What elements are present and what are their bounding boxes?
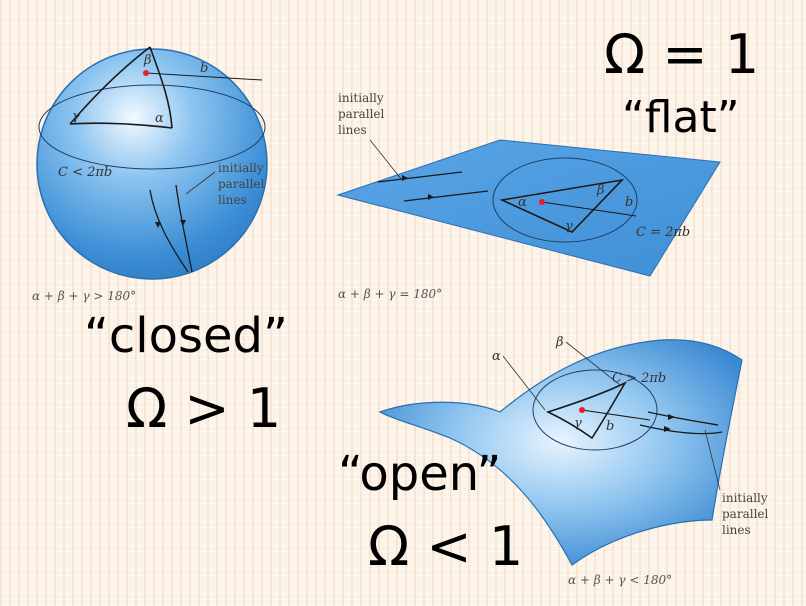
plane-note-pointer xyxy=(369,139,403,181)
plane-arrow-1 xyxy=(402,175,408,181)
sphere-surface xyxy=(36,48,268,280)
sphere-beta-label: β xyxy=(143,53,152,68)
plane-beta-label: β xyxy=(596,183,605,198)
sphere-parallel-line-2 xyxy=(175,184,193,273)
saddle-radius-line xyxy=(581,409,651,421)
sphere-alpha-label: α xyxy=(155,111,164,126)
sphere-arrow-1 xyxy=(155,222,161,228)
open-name-title: “open” xyxy=(338,446,502,502)
saddle-note-line-1: initially xyxy=(722,491,768,505)
closed-omega-title: Ω > 1 xyxy=(126,377,282,440)
saddle-parallel-line-1 xyxy=(639,424,723,435)
saddle-beta-pointer xyxy=(565,341,621,386)
saddle-parallel-line-2 xyxy=(647,411,719,426)
plane-circle xyxy=(492,157,638,243)
saddle-arrow-1 xyxy=(664,426,671,432)
sphere-diagram: β b γ α C < 2πb initially parallel lines… xyxy=(32,46,268,303)
saddle-diagram: α β γ b C > 2πb initially parallel lines… xyxy=(378,335,769,587)
plane-gamma-label: γ xyxy=(565,219,573,234)
plane-note-line-2: parallel xyxy=(338,107,385,121)
sphere-center-dot xyxy=(143,70,149,76)
sphere-triangle xyxy=(69,46,173,129)
saddle-beta-label: β xyxy=(555,335,564,350)
plane-center-dot xyxy=(539,199,545,205)
open-omega-title: Ω < 1 xyxy=(368,515,524,578)
sphere-b-label: b xyxy=(200,61,208,76)
plane-parallel-line-1 xyxy=(377,171,463,183)
plane-triangle xyxy=(499,178,625,233)
flat-name-title: “flat” xyxy=(622,92,740,143)
saddle-circle xyxy=(532,369,658,451)
plane-arrow-2 xyxy=(428,194,434,200)
saddle-surface xyxy=(378,339,743,566)
sphere-arrow-2 xyxy=(180,220,186,226)
sphere-circle xyxy=(38,84,266,170)
sphere-note-line-3: lines xyxy=(218,193,247,207)
saddle-note-pointer xyxy=(704,429,721,491)
sphere-gamma-label: γ xyxy=(72,109,80,124)
sphere-note-line-1: initially xyxy=(218,161,264,175)
saddle-angle-sum: α + β + γ < 180° xyxy=(568,573,672,587)
saddle-arrow-2 xyxy=(668,414,675,420)
plane-circumference-label: C = 2πb xyxy=(636,225,690,240)
saddle-circumference-label: C > 2πb xyxy=(612,371,666,386)
plane-diagram: initially parallel lines α β γ b C = 2πb… xyxy=(336,91,721,301)
saddle-center-dot xyxy=(579,407,585,413)
sphere-note-line-2: parallel xyxy=(218,177,265,191)
saddle-gamma-label: γ xyxy=(574,416,582,431)
sphere-angle-sum: α + β + γ > 180° xyxy=(32,289,136,303)
plane-alpha-label: α xyxy=(518,195,527,210)
saddle-note-line-3: lines xyxy=(722,523,751,537)
plane-angle-sum: α + β + γ = 180° xyxy=(338,287,442,301)
plane-parallel-line-2 xyxy=(403,190,489,202)
sphere-radius-line xyxy=(145,72,263,81)
plane-b-label: b xyxy=(625,195,633,210)
sphere-circumference-label: C < 2πb xyxy=(58,165,112,180)
plane-radius-line xyxy=(541,201,637,217)
plane-note-line-1: initially xyxy=(338,91,384,105)
plane-note-line-3: lines xyxy=(338,123,367,137)
saddle-triangle xyxy=(545,381,628,440)
flat-omega-title: Ω = 1 xyxy=(604,23,760,86)
sphere-parallel-line-1 xyxy=(149,189,189,273)
saddle-alpha-pointer xyxy=(502,355,546,411)
saddle-b-label: b xyxy=(606,419,614,434)
sphere-note-pointer xyxy=(185,171,216,195)
saddle-alpha-label: α xyxy=(492,349,501,364)
closed-name-title: “closed” xyxy=(84,308,288,364)
plane-surface xyxy=(336,139,721,277)
saddle-note-line-2: parallel xyxy=(722,507,769,521)
